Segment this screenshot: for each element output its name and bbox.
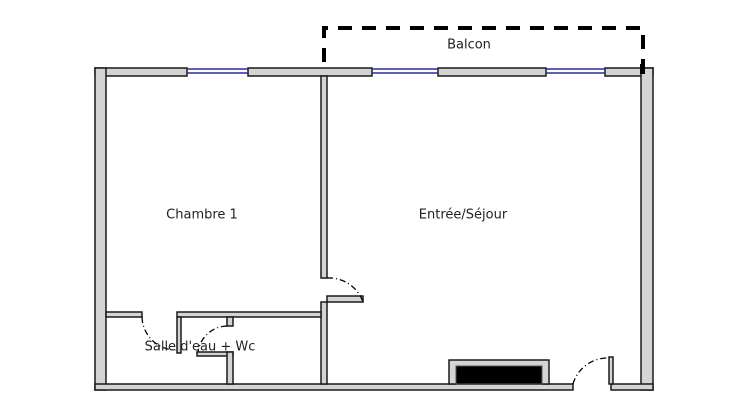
window-sejour-right — [546, 68, 605, 74]
windows — [187, 68, 605, 74]
room-label-balcon: Balcon — [447, 37, 491, 53]
doors — [141, 277, 614, 385]
balcony-outline — [322, 26, 645, 72]
door-sdb — [141, 316, 177, 351]
room-label-salle-deau: Salle d'eau + Wc — [144, 339, 256, 355]
door-chambre-sejour — [326, 277, 364, 303]
window-chambre — [187, 68, 248, 74]
door-wc — [197, 325, 228, 353]
balcony-post — [640, 64, 645, 74]
outer-walls — [94, 67, 654, 391]
radiator — [448, 359, 550, 385]
window-sejour-left — [372, 68, 438, 74]
room-label-chambre-1: Chambre 1 — [166, 207, 238, 223]
interior-walls — [105, 75, 364, 385]
room-label-entree-sejour: Entrée/Séjour — [418, 207, 508, 223]
door-entree — [572, 357, 610, 385]
